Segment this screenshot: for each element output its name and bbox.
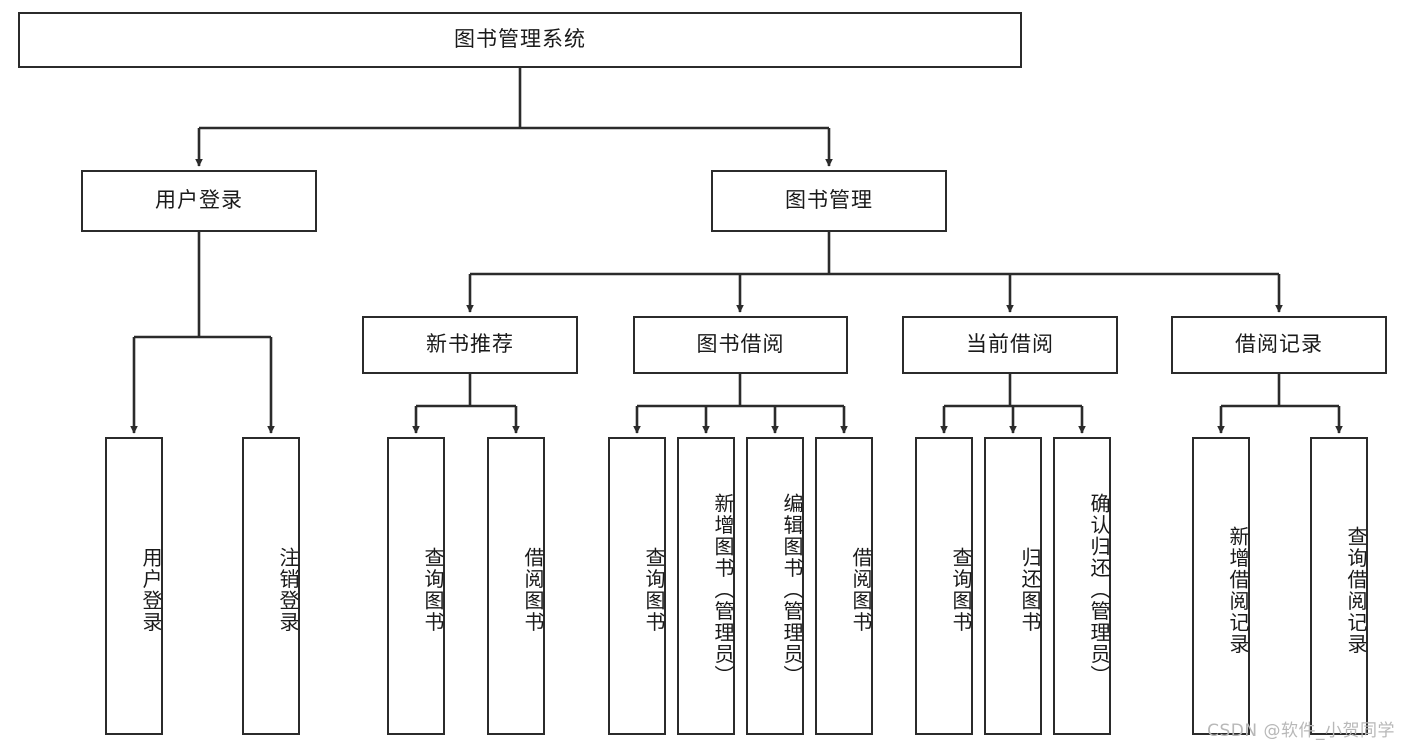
node-leaf-edit-book[interactable]: 编辑图书（管理员） — [746, 437, 804, 735]
node-borrow-record-label: 借阅记录 — [1235, 332, 1323, 357]
node-leaf-user-login-label: 用户登录 — [139, 547, 163, 633]
node-leaf-query-book-3-label: 查询图书 — [949, 547, 973, 633]
node-leaf-query-book-3[interactable]: 查询图书 — [915, 437, 973, 735]
node-leaf-borrow-book-1-label: 借阅图书 — [521, 547, 545, 633]
node-leaf-borrow-book-1[interactable]: 借阅图书 — [487, 437, 545, 735]
node-leaf-add-record[interactable]: 新增借阅记录 — [1192, 437, 1250, 735]
node-leaf-query-book-2[interactable]: 查询图书 — [608, 437, 666, 735]
node-current-borrow[interactable]: 当前借阅 — [902, 316, 1118, 374]
node-book-borrow-label: 图书借阅 — [696, 332, 785, 357]
node-leaf-add-book[interactable]: 新增图书（管理员） — [677, 437, 735, 735]
node-leaf-query-book-1-label: 查询图书 — [421, 547, 445, 633]
node-leaf-return-book[interactable]: 归还图书 — [984, 437, 1042, 735]
node-root-label: 图书管理系统 — [454, 27, 586, 52]
node-leaf-query-book-1[interactable]: 查询图书 — [387, 437, 445, 735]
node-leaf-confirm-return-label: 确认归还（管理员） — [1087, 493, 1111, 687]
node-leaf-add-record-label: 新增借阅记录 — [1226, 525, 1250, 655]
node-leaf-query-record-label: 查询借阅记录 — [1344, 525, 1368, 655]
node-leaf-logout-label: 注销登录 — [276, 547, 300, 633]
node-new-book-recommend-label: 新书推荐 — [426, 332, 514, 357]
node-root[interactable]: 图书管理系统 — [18, 12, 1022, 68]
node-leaf-edit-book-label: 编辑图书（管理员） — [780, 493, 804, 687]
node-book-manage[interactable]: 图书管理 — [711, 170, 947, 232]
node-current-borrow-label: 当前借阅 — [966, 332, 1054, 357]
node-user-login-label: 用户登录 — [155, 188, 243, 213]
node-leaf-query-record[interactable]: 查询借阅记录 — [1310, 437, 1368, 735]
node-leaf-borrow-book-2-label: 借阅图书 — [849, 547, 873, 633]
node-book-borrow[interactable]: 图书借阅 — [633, 316, 848, 374]
node-new-book-recommend[interactable]: 新书推荐 — [362, 316, 578, 374]
node-leaf-user-login[interactable]: 用户登录 — [105, 437, 163, 735]
node-leaf-return-book-label: 归还图书 — [1018, 547, 1042, 633]
node-user-login[interactable]: 用户登录 — [81, 170, 317, 232]
node-borrow-record[interactable]: 借阅记录 — [1171, 316, 1387, 374]
node-leaf-confirm-return[interactable]: 确认归还（管理员） — [1053, 437, 1111, 735]
node-leaf-logout[interactable]: 注销登录 — [242, 437, 300, 735]
node-book-manage-label: 图书管理 — [785, 188, 873, 213]
node-leaf-borrow-book-2[interactable]: 借阅图书 — [815, 437, 873, 735]
node-leaf-add-book-label: 新增图书（管理员） — [711, 493, 735, 687]
watermark: CSDN @软件_小贺同学 — [1207, 721, 1395, 741]
node-leaf-query-book-2-label: 查询图书 — [642, 547, 666, 633]
